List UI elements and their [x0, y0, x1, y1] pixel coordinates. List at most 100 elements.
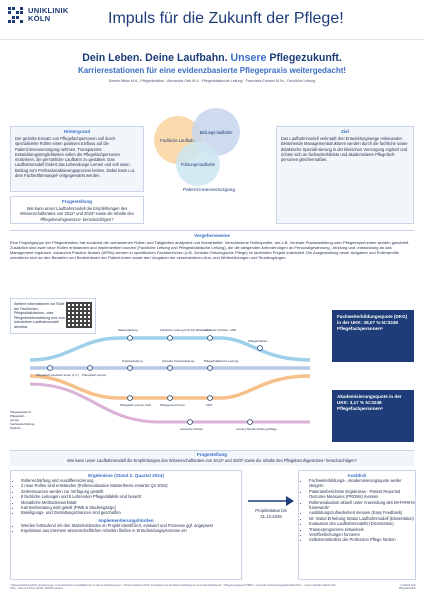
hintergrund-box: Hintergrund Der gezielte Einsatz von Pfl… [10, 126, 144, 192]
label-pfp-fwb: Pflegefach-person Fwb. [120, 403, 152, 407]
label-pflegedirektion: Pflegedirektion [248, 339, 268, 343]
rail-bildung [29, 374, 311, 400]
label-pfp: Pflegefach-person [82, 373, 107, 377]
list-item: Evaluation des Laufbahnmodells (Disserta… [309, 521, 415, 526]
list-item: 2 neue Rollen sind entstanden (Rolleneva… [21, 483, 241, 488]
stations [47, 335, 263, 425]
hintergrund-text: Der gezielte Einsatz von Pflegefachperso… [15, 136, 136, 179]
fragestellung-text: Wie kann unser Laufbahnmodell die Empfeh… [20, 206, 134, 222]
vorgehensweise-text: Eine Projektgruppe der Pflegedirektion h… [10, 240, 410, 261]
station-pflegeassistenz [47, 365, 53, 371]
authors-line: Dennis Niess M.A., Pflegedirektion · Ale… [108, 79, 316, 83]
hero-headline-b: Unsere [230, 52, 267, 64]
label-pflegedidaktik: Pflegedidaktische Leitung [204, 359, 239, 363]
implementierung-list: Werden fortlaufend mit den Stakeholdende… [11, 523, 241, 534]
arrow-right-icon [248, 496, 294, 506]
list-item: Rollenevaluation aktuell unter Anwendung… [309, 500, 415, 511]
hero-headline-a: Dein Leben. Deine Laufbahn. [82, 52, 231, 64]
laufbahn-metro-diagram: Stationsleitung Fachliche Leitung (GS-AG… [10, 298, 414, 446]
label-studienrichtung: Leitung Studienrichtung Pflege [236, 427, 277, 431]
ergebnisse-list: Rollenschärfung und Ausdifferenzierung 2… [11, 478, 241, 516]
label-stationsleitung: Stationsleitung [118, 328, 138, 332]
logo-text: UNIKLINIK KÖLN [28, 7, 69, 23]
hintergrund-title: Hintergrund [63, 129, 91, 134]
legend-item-fwb: Fachweiterbildung [10, 422, 35, 426]
vorgehensweise-section: Vorgehensweise Eine Projektgruppe der Pf… [10, 230, 414, 292]
uniklinik-logo: UNIKLINIK KÖLN [8, 7, 69, 23]
list-item: Monatliche Methodenwerkstatt [21, 500, 241, 505]
station-pflegedidaktische-leitung [207, 365, 213, 371]
footer-line-2: Pflegedirektion [398, 587, 416, 591]
info-box-text: Weitere Informationen zur Rolle der Fach… [14, 302, 65, 329]
fragestellung-band: Fragestellung Wie kann unser Laufbahnmod… [10, 450, 414, 466]
rail-legend: Pflegeassistenz Pflegefach-person Fachwe… [10, 410, 35, 430]
list-item: Karriereberatung wird geteilt (PWB & Stu… [21, 505, 241, 510]
rail-studium [29, 382, 310, 424]
logo-line-1: UNIKLINIK [28, 6, 69, 15]
legend-item-studium: Studium [10, 426, 22, 430]
fragestellung-title: Fragestellung [61, 199, 93, 204]
footer-note: Uniklinik Köln Pflegedirektion [399, 584, 416, 590]
legend-item-assistenz: Pflegeassistenz [10, 410, 32, 414]
poster-header: UNIKLINIK KÖLN Impuls für die Zukunft de… [0, 0, 424, 40]
list-item: Patientenberichtete Ergebnisse - Patient… [309, 489, 415, 500]
quote-akademisierung: Akademisierungsquote in der UKK: 3,17 % … [332, 390, 414, 442]
ziel-box: Ziel Das Laufbahnmodell verknüpft drei E… [276, 126, 414, 224]
list-item: Ist- Stand Erhebung Status Laufbahnmodel… [309, 516, 415, 521]
logo-grid-icon [8, 7, 24, 23]
list-item: Rollenschärfung und Ausdifferenzierung [21, 478, 241, 483]
metro-rails: Stationsleitung Fachliche Leitung (GS-AG… [29, 328, 311, 431]
list-item: Ausbildungszufriedenheit messen (Easy Fe… [309, 510, 415, 515]
label-lehrende-schule: Lehrende Schule [180, 427, 203, 431]
vorgehensweise-title: Vorgehensweise [194, 233, 230, 238]
hero: Dein Leben. Deine Laufbahn. Unsere Pfleg… [0, 52, 424, 83]
hero-headline: Dein Leben. Deine Laufbahn. Unsere Pfleg… [0, 52, 424, 64]
station-lehrende [187, 419, 193, 425]
station-fachliche-leitung [167, 335, 173, 341]
list-item: Beteiligungs- und Gestaltungschancen sin… [21, 510, 241, 515]
label-zentrale-pa: Zentrale Praxisanleitung [162, 359, 195, 363]
label-assistenz: Pflegefach-assistent:innen (1 J.) [36, 373, 79, 377]
list-item: Ergebnisse aus internem wissenschaftlich… [21, 528, 241, 533]
label-apn: APN [206, 403, 212, 407]
station-pflegedirektion [257, 345, 263, 351]
fragestellung-band-title: Fragestellung [196, 452, 228, 457]
hero-headline-c: Pflegezukunft. [266, 52, 342, 64]
list-item: Zeitressourcen werden zur Verfügung gest… [21, 489, 241, 494]
label-fachliche-leitung-top: Fachliche Leitung (GS-AG Mitarbeiter) [160, 328, 211, 332]
ergebnisse-box: Ergebnisse (Stand 2. Quartal 2024) Rolle… [10, 470, 242, 580]
rail-fuehrung [29, 336, 311, 362]
station-studienrichtung [247, 419, 253, 425]
list-item: Selbstverständnis der Profession Pflege … [309, 537, 415, 542]
station-pflegefachperson [87, 365, 93, 371]
ausblick-box: Ausblick Fachweiterbildungs-, Akademisie… [298, 470, 416, 580]
projektstatus-label: Projektstatus bis 31.12.2026 [255, 508, 287, 519]
list-item: 8 fachliche Leitungen und 5 Lehrenden Pf… [21, 494, 241, 499]
fragestellung-band-text: Wie kann unser Laufbahnmodell die Empfeh… [67, 458, 357, 463]
venn-circle-fuehrung: Führungs-laufbahn [176, 142, 220, 186]
laufbahn-venn-diagram: Fachliche Laufbahn Bildungs-laufbahn Füh… [148, 106, 270, 196]
list-item: Traineeprogramme entwickeln [309, 527, 415, 532]
list-item: Fachweiterbildungs-, Akademisierungsquot… [309, 478, 415, 489]
qr-code-icon[interactable] [66, 302, 92, 328]
legend-item-pfp: Pflegefach-person [10, 414, 26, 422]
quote-fachweiterbildung: Fachweiterbildungsquote (DKG) in der UKK… [332, 310, 414, 362]
ziel-title: Ziel [341, 129, 349, 134]
implementierung-title: Implementierungshürden [98, 517, 154, 523]
station-zentrale-praxisanleitung [167, 365, 173, 371]
list-item: Veröffentlichungen forcieren [309, 532, 415, 537]
station-pflegeexperten [167, 395, 173, 401]
references: ¹ Wissenschaftsrat (2012). Empfehlungen … [10, 584, 336, 591]
poster-title: Impuls für die Zukunft der Pflege! [108, 10, 344, 27]
ziel-text: Das Laufbahnmodell verknüpft drei Entwic… [281, 136, 408, 163]
station-bereichsleitung [207, 335, 213, 341]
logo-line-2: KÖLN [28, 14, 51, 23]
info-box-qr: Weitere Informationen zur Rolle der Fach… [10, 298, 96, 334]
station-apn [207, 395, 213, 401]
station-stationsleitung [127, 335, 133, 341]
label-praxisanleitung: Praxisanleitung [122, 359, 143, 363]
venn-center-label: Patient:innenversorgung [182, 188, 235, 193]
hero-subtitle: Karrierestationen für eine evidenzbasier… [77, 66, 347, 75]
label-lehrende-top: Lehrende Schulen / WB [204, 328, 236, 332]
station-fachweiterbildung [127, 395, 133, 401]
